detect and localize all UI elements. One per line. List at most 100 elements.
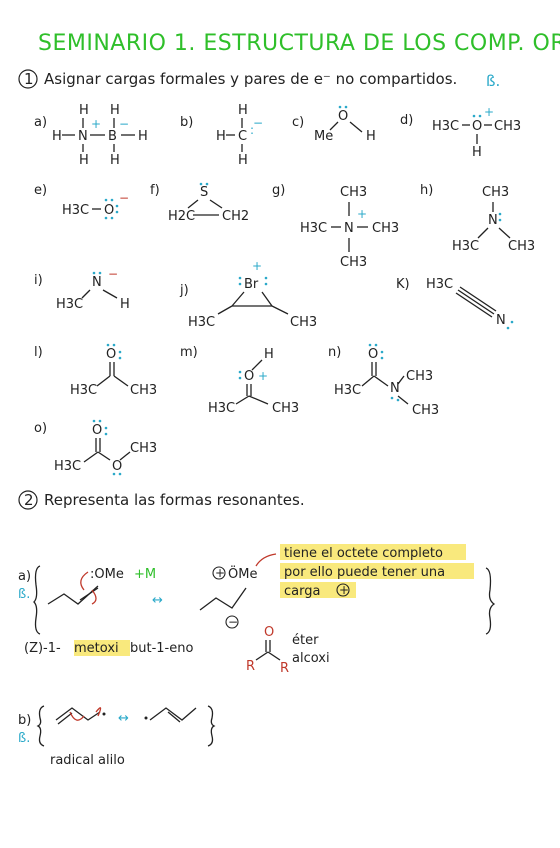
item-a-label: a) [34,115,47,130]
item-h-label: h) [420,183,433,198]
atom: CH3 [272,401,299,416]
item-l-label: l) [34,345,43,360]
atom: H [264,347,274,362]
res-a-r1: R [246,659,255,674]
section-1-mark: ß. [486,72,500,90]
atom: H [216,129,226,144]
atom: N [488,213,498,228]
molecule-n: n) O H3C N CH3 CH3 [328,343,439,418]
svg-text:−: − [228,615,238,629]
atom: S [200,185,208,200]
atom: CH3 [412,403,439,418]
atom: CH3 [494,119,521,134]
svg-text::: : [250,123,254,137]
atom: O [368,347,378,362]
res-a-o: O [264,625,274,640]
atom: N [390,381,400,396]
molecule-c: c) O Me H [292,105,376,144]
molecule-a: a) H H H N B H H H + − [34,103,148,168]
atom: O [104,203,114,218]
molecule-e: e) H3C O − [34,183,129,220]
item-d-label: d) [400,113,413,128]
section-1-number: 1 [24,70,34,88]
atom: H [138,129,148,144]
atom: H3C [56,297,83,312]
svg-text:+: + [339,583,349,597]
molecule-k: K) H3C N [396,277,514,330]
atom: H3C [70,383,97,398]
atom: CH3 [482,185,509,200]
molecule-f: f) S H2C CH2 [150,182,249,224]
atom: Br [244,277,259,292]
resonance-a: a) ß. :OMe +M ↔ + ÖMe − tiene el octete … [18,544,496,676]
atom: H3C [452,239,479,254]
atom: N [496,313,506,328]
svg-text:+: + [91,117,101,131]
atom: B [108,129,117,144]
atom: H3C [208,401,235,416]
atom: H [472,145,482,160]
molecule-h: h) CH3 N H3C CH3 [420,183,535,254]
atom: CH3 [340,255,367,270]
atom: CH3 [508,239,535,254]
res-a-alkoxy: alcoxi [292,651,330,666]
molecule-b: b) H H C H : − [180,103,263,168]
atom: CH2 [222,209,249,224]
atom: CH3 [130,383,157,398]
molecule-g: g) CH3 H3C N CH3 CH3 + [272,183,399,270]
item-f-label: f) [150,183,160,198]
atom: H3C [334,383,361,398]
atom: N [344,221,354,236]
item-b-label: b) [180,115,193,130]
molecule-l: l) O H3C CH3 [34,343,157,398]
atom: H3C [300,221,327,236]
resonance-arrow: ↔ [152,593,163,608]
atom: O [92,423,102,438]
item-e-label: e) [34,183,47,198]
item-o-label: o) [34,421,47,436]
item-c-label: c) [292,115,304,130]
res-a-note-line3: carga [284,584,320,599]
atom: N [92,275,102,290]
atom: H [366,129,376,144]
svg-text:−: − [253,116,263,130]
svg-text:+: + [484,105,494,119]
res-b-mark: ß. [18,731,30,746]
section-1-circle [18,69,38,89]
atom: H [110,103,120,118]
section-2-number: 2 [24,491,34,509]
resonance-arrow-b: ↔ [118,711,129,726]
atom: H [238,103,248,118]
atom: N [78,129,88,144]
svg-text:−: − [108,267,118,281]
item-m-label: m) [180,345,198,360]
resonance-b: b) ß. ↔ radical alilo [18,705,216,768]
atom: O [112,459,122,474]
svg-text:+: + [258,369,268,383]
atom: H [79,103,89,118]
item-k-label: K) [396,277,410,292]
item-g-label: g) [272,183,285,198]
res-a-note-line2: por ello puede tener una [284,565,445,580]
res-a-r2: R [280,661,289,676]
atom: O [244,369,254,384]
res-a-effect: +M [134,567,156,582]
atom: H3C [426,277,453,292]
atom: H [238,153,248,168]
res-a-name-highlight: metoxi [74,641,119,656]
res-a-mark: ß. [18,587,30,602]
molecule-o: o) O CH3 H3C O [34,419,157,476]
section-2-heading: Representa las formas resonantes. [44,491,305,509]
atom: CH3 [406,369,433,384]
atom: O [472,119,482,134]
atom: H3C [54,459,81,474]
atom: H3C [188,315,215,330]
page-title: SEMINARIO 1. ESTRUCTURA DE LOS COMP. ORG… [38,31,560,56]
res-a-name-post: but-1-eno [130,641,193,656]
svg-text:+: + [252,259,262,273]
atom: H2C [168,209,195,224]
atom: O [338,109,348,124]
res-a-ome: :OMe [90,567,124,582]
svg-text:−: − [119,191,129,205]
